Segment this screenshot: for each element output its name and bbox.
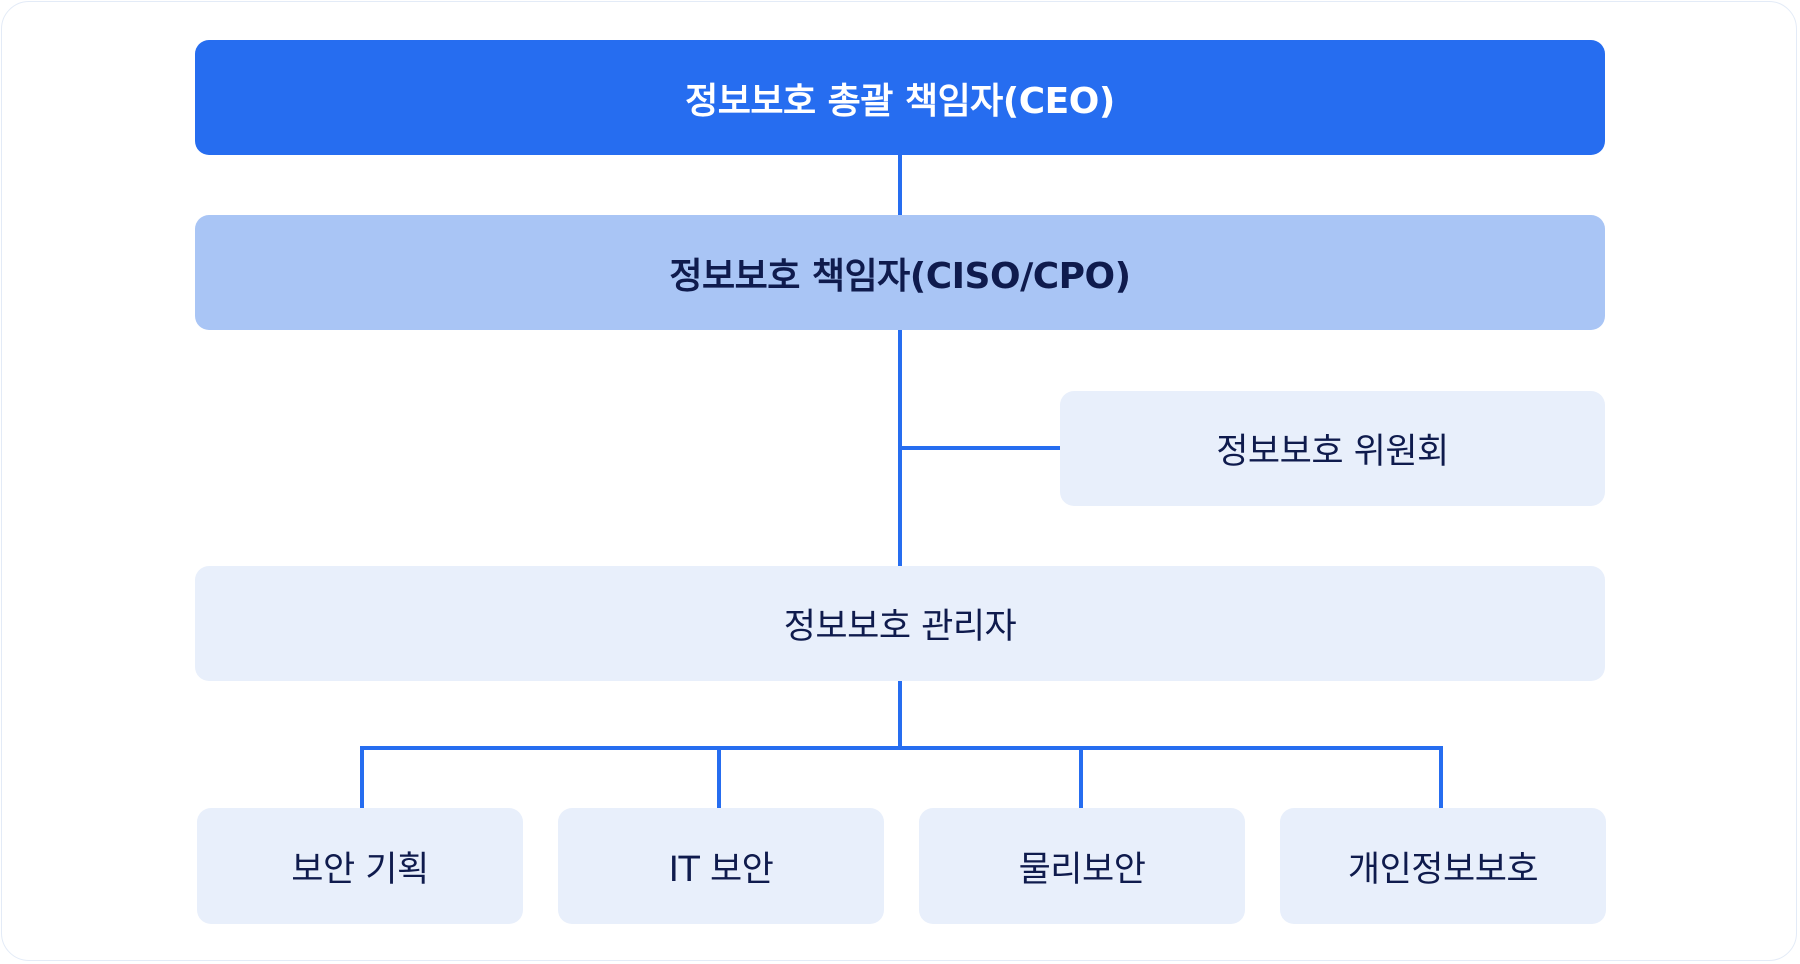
node-team-label: 개인정보보호 <box>1347 849 1539 890</box>
node-security-committee: 정보보호 위원회 <box>1060 391 1605 506</box>
node-security-manager: 정보보호 관리자 <box>195 566 1605 681</box>
node-team-security-planning: 보안 기획 <box>197 808 523 924</box>
node-ciso-cpo: 정보보호 책임자(CISO/CPO) <box>195 215 1605 330</box>
node-team-it-security: IT 보안 <box>558 808 884 924</box>
node-team-label: IT 보안 <box>668 849 774 890</box>
node-team-label: 물리보안 <box>1018 849 1146 890</box>
node-team-physical-security: 물리보안 <box>919 808 1245 924</box>
node-team-privacy-protection: 개인정보보호 <box>1280 808 1606 924</box>
node-ceo-label: 정보보호 총괄 책임자(CEO) <box>685 80 1115 122</box>
node-ceo: 정보보호 총괄 책임자(CEO) <box>195 40 1605 155</box>
node-ciso-cpo-label: 정보보호 책임자(CISO/CPO) <box>669 255 1131 297</box>
node-security-manager-label: 정보보호 관리자 <box>783 607 1017 647</box>
node-security-committee-label: 정보보호 위원회 <box>1216 432 1449 472</box>
node-team-label: 보안 기획 <box>291 849 429 890</box>
